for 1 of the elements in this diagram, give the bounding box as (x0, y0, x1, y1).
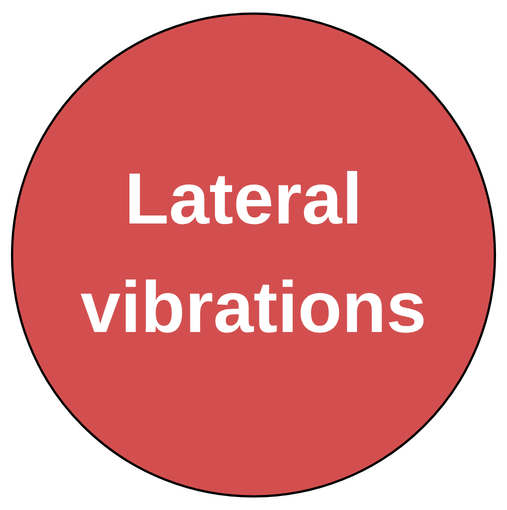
node-circle: Lateral vibrations (10, 12, 496, 498)
